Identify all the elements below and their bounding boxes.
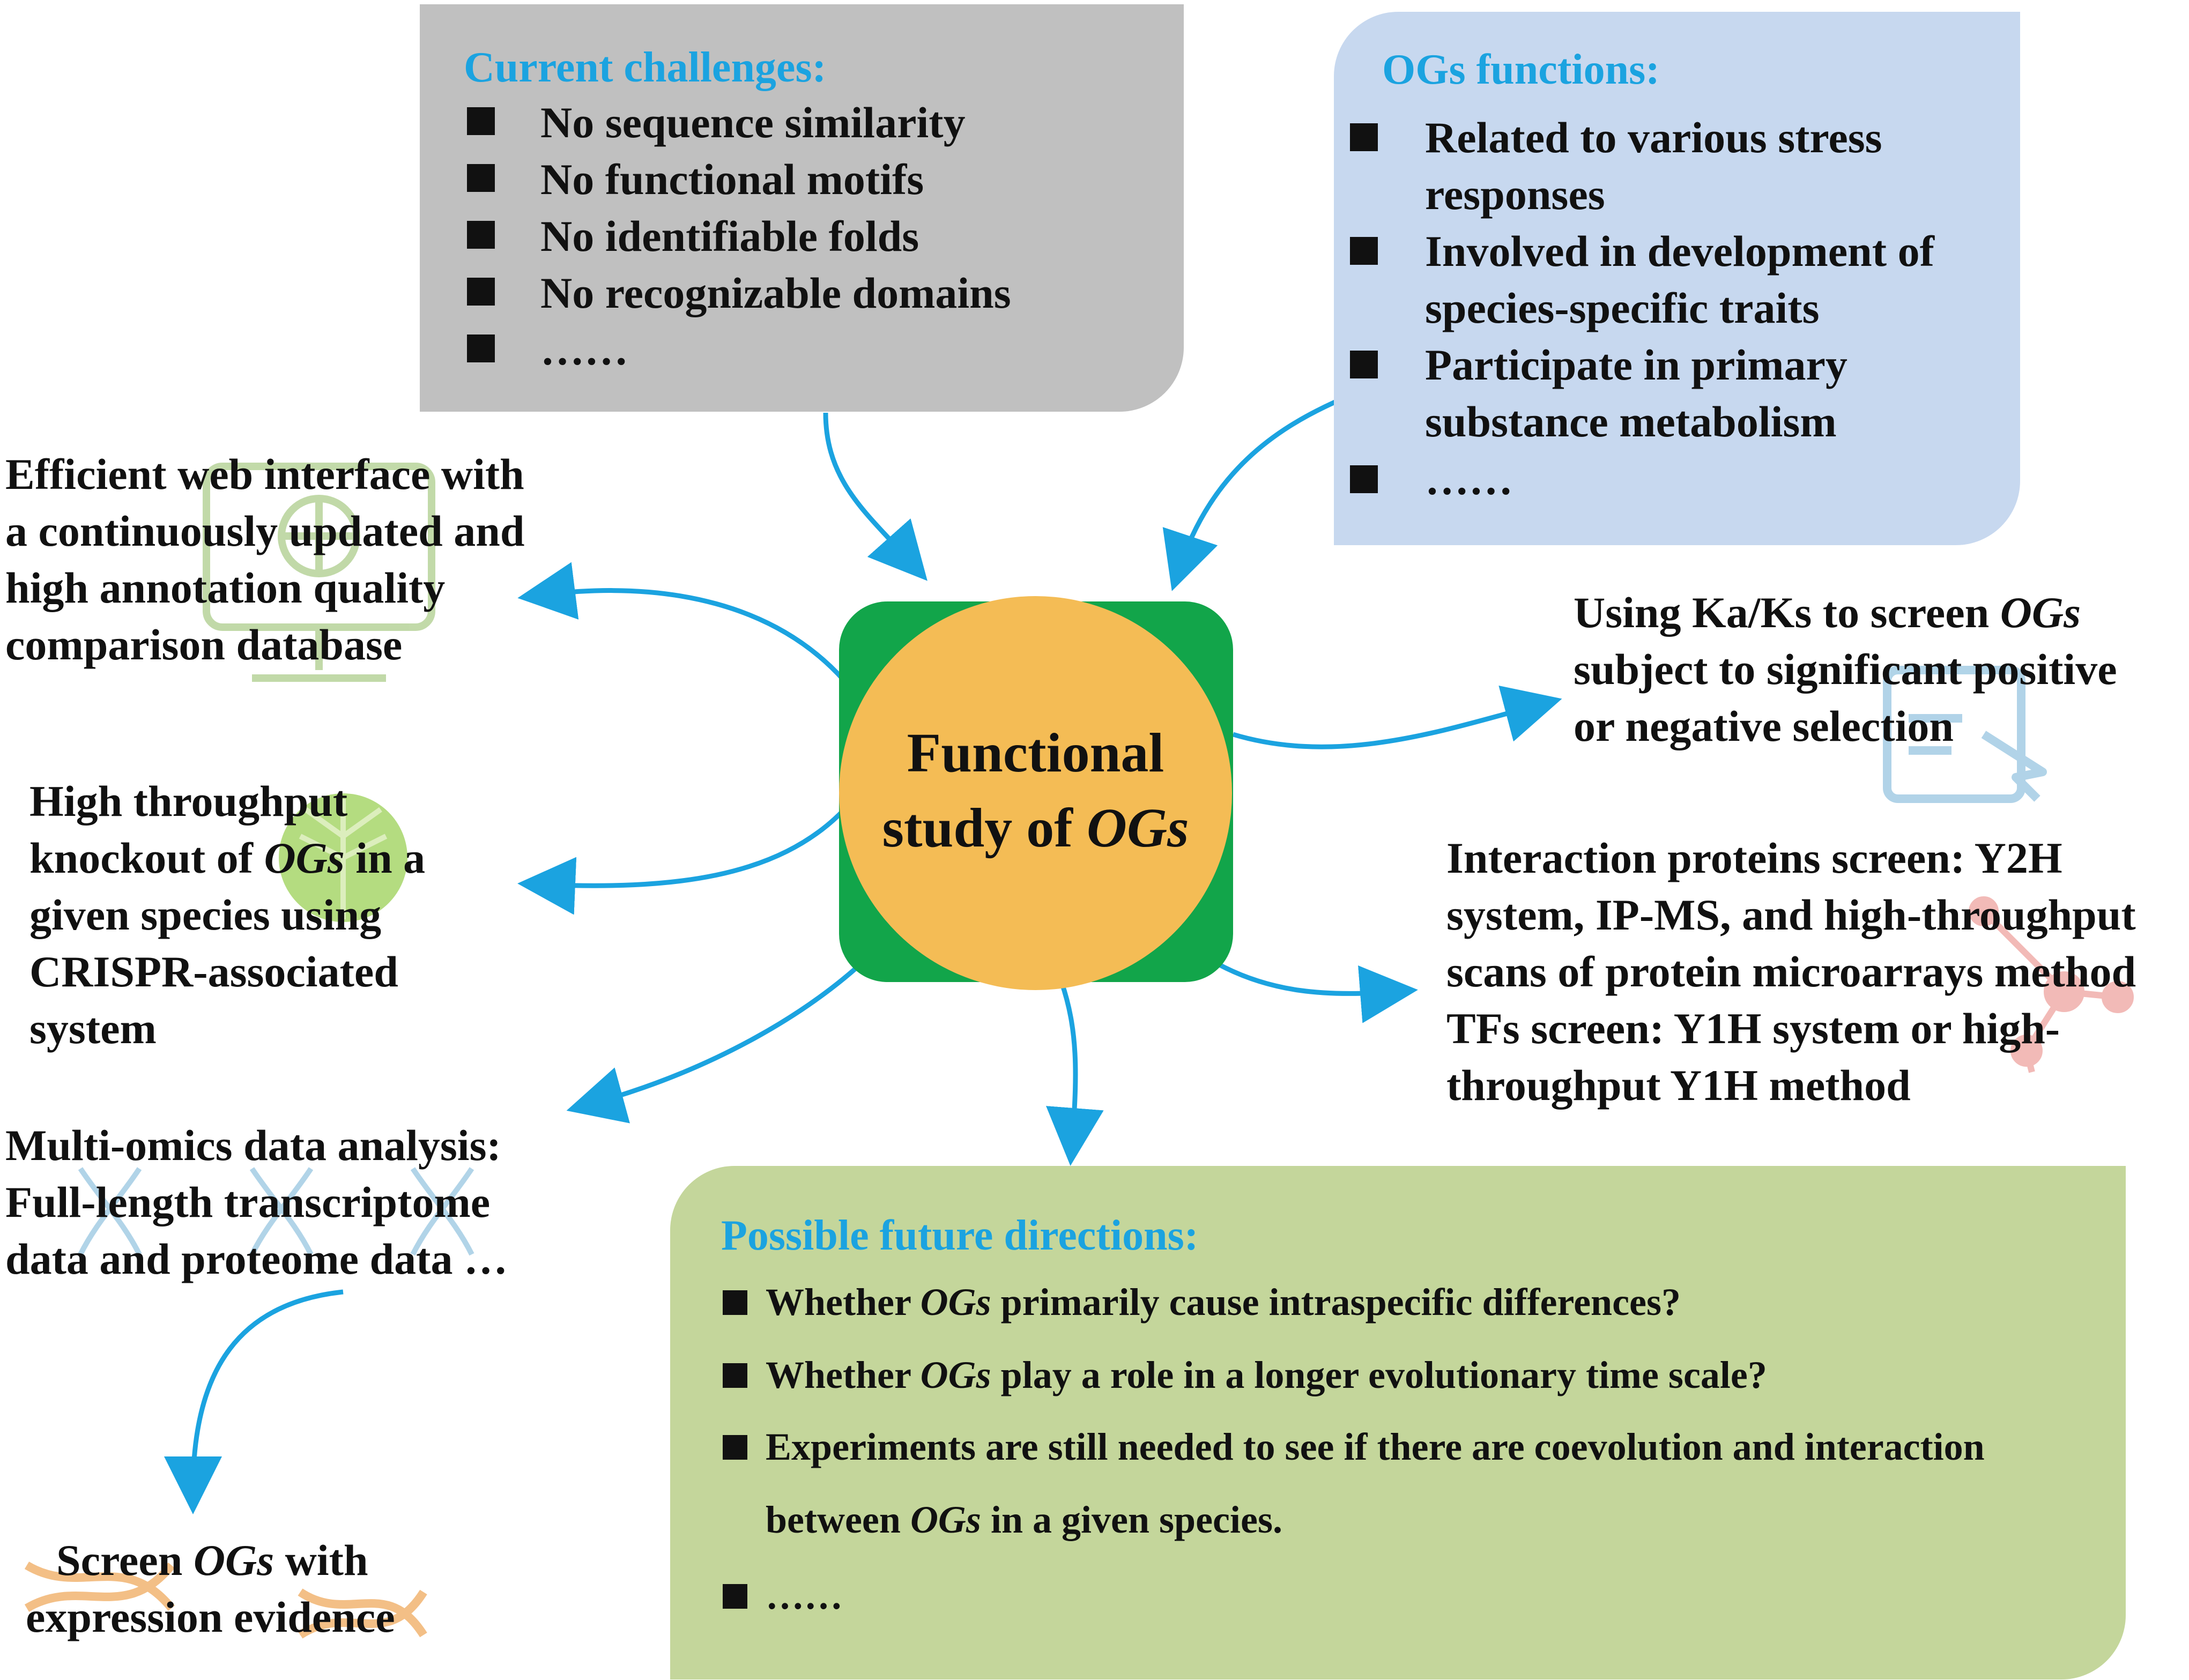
kaks-text-line: or negative selection xyxy=(1574,702,1954,750)
arrow-center-to-interaction xyxy=(1218,963,1418,1023)
crispr-text-line: system xyxy=(29,1004,157,1053)
cabbage-icon xyxy=(279,793,407,922)
center-title-line2: study of OGs xyxy=(882,797,1189,859)
dna-icon xyxy=(24,1562,427,1639)
arrow-center-to-web xyxy=(517,562,847,682)
future-item: Whether OGs primarily cause intraspecifi… xyxy=(766,1281,1681,1324)
screen-text-line: expression evidence xyxy=(26,1593,395,1641)
function-item-line: substance metabolism xyxy=(1425,397,1837,446)
arrow-center-to-crispr xyxy=(517,807,847,915)
function-item-line: Involved in development of xyxy=(1425,227,1934,276)
function-item-line: Related to various stress xyxy=(1425,113,1882,162)
arrow-center-to-kaks xyxy=(1232,685,1562,749)
monitor-icon xyxy=(203,463,435,682)
interaction-text-line: throughput Y1H method xyxy=(1446,1061,1911,1110)
future-title: Possible future directions: xyxy=(721,1212,1199,1259)
future-item: Experiments are still needed to see if t… xyxy=(766,1425,1985,1468)
bullet-icon xyxy=(467,107,495,135)
future-item: …… xyxy=(766,1574,843,1617)
multiomics-text-line: data and proteome data … xyxy=(5,1235,508,1283)
bullet-icon xyxy=(467,221,495,249)
challenge-item: No recognizable domains xyxy=(540,269,1011,317)
molecule-icon xyxy=(1969,896,2134,1073)
bullet-icon xyxy=(1350,465,1378,493)
bullet-icon xyxy=(467,278,495,306)
select-cursor-icon xyxy=(1883,666,2047,803)
bullet-icon xyxy=(723,1584,747,1609)
bullet-icon xyxy=(1350,351,1378,378)
web-text-line: Efficient web interface with xyxy=(5,450,524,499)
interaction-text-line: system, IP-MS, and high-throughput xyxy=(1446,890,2136,939)
kaks-text-line: subject to significant positive xyxy=(1574,645,2117,694)
future-item-continued: between OGs in a given species. xyxy=(766,1498,1282,1541)
dna-icon xyxy=(78,1167,474,1256)
center-title: Functional study of OGs xyxy=(839,716,1232,866)
challenge-item: No identifiable folds xyxy=(540,212,919,261)
function-item-line: responses xyxy=(1425,170,1605,219)
center-title-line1: Functional xyxy=(907,722,1164,784)
multiomics-text-line: Multi-omics data analysis: xyxy=(5,1121,501,1170)
function-item-line: …… xyxy=(1425,455,1513,504)
arrow-center-to-multiomics xyxy=(566,941,884,1124)
interaction-text-line: Interaction proteins screen: Y2H xyxy=(1446,834,2062,882)
interaction-text-line: scans of protein microarrays method xyxy=(1446,947,2136,996)
function-item-line: species-specific traits xyxy=(1425,284,1820,332)
bullet-icon xyxy=(723,1363,747,1388)
web-text-line: a continuously updated and xyxy=(5,507,525,555)
arrow-functions-to-center xyxy=(1162,399,1336,591)
bullet-icon xyxy=(467,334,495,362)
crispr-text-line: knockout of OGs in a xyxy=(29,834,426,882)
arrow-multiomics-to-screen xyxy=(164,1289,344,1514)
screen-text-line: Screen OGs with xyxy=(56,1536,368,1585)
challenges-title: Current challenges: xyxy=(464,44,827,91)
challenge-item: …… xyxy=(540,325,628,374)
future-item: Whether OGs play a role in a longer evol… xyxy=(766,1354,1767,1396)
web-text-line: high annotation quality xyxy=(5,563,446,612)
bullet-icon xyxy=(723,1435,747,1460)
functions-box: OGs functions: Related to various stress… xyxy=(1334,12,2020,545)
arrow-center-to-future xyxy=(1045,981,1104,1166)
future-box: Possible future directions: Whether OGs … xyxy=(670,1166,2126,1679)
multiomics-text-line: Full-length transcriptome xyxy=(5,1178,491,1226)
challenge-item: No functional motifs xyxy=(540,155,924,204)
bullet-icon xyxy=(467,164,495,192)
kaks-text-line: Using Ka/Ks to screen OGs xyxy=(1574,588,2081,637)
crispr-text-line: CRISPR-associated xyxy=(29,947,398,996)
center-circle xyxy=(839,596,1232,990)
interaction-text-line: TFs screen: Y1H system or high- xyxy=(1446,1004,2060,1053)
bullet-icon xyxy=(1350,237,1378,265)
crispr-text-line: given species using xyxy=(29,890,382,939)
arrow-challenges-to-center xyxy=(823,412,927,581)
challenge-item: No sequence similarity xyxy=(540,98,966,147)
functions-title: OGs functions: xyxy=(1382,46,1660,93)
web-text-line: comparison database xyxy=(5,620,403,669)
bullet-icon xyxy=(723,1290,747,1315)
bullet-icon xyxy=(1350,123,1378,151)
function-item-line: Participate in primary xyxy=(1425,340,1847,389)
challenges-box: Current challenges: No sequence similari… xyxy=(420,4,1184,412)
crispr-text-line: High throughput xyxy=(29,777,348,826)
